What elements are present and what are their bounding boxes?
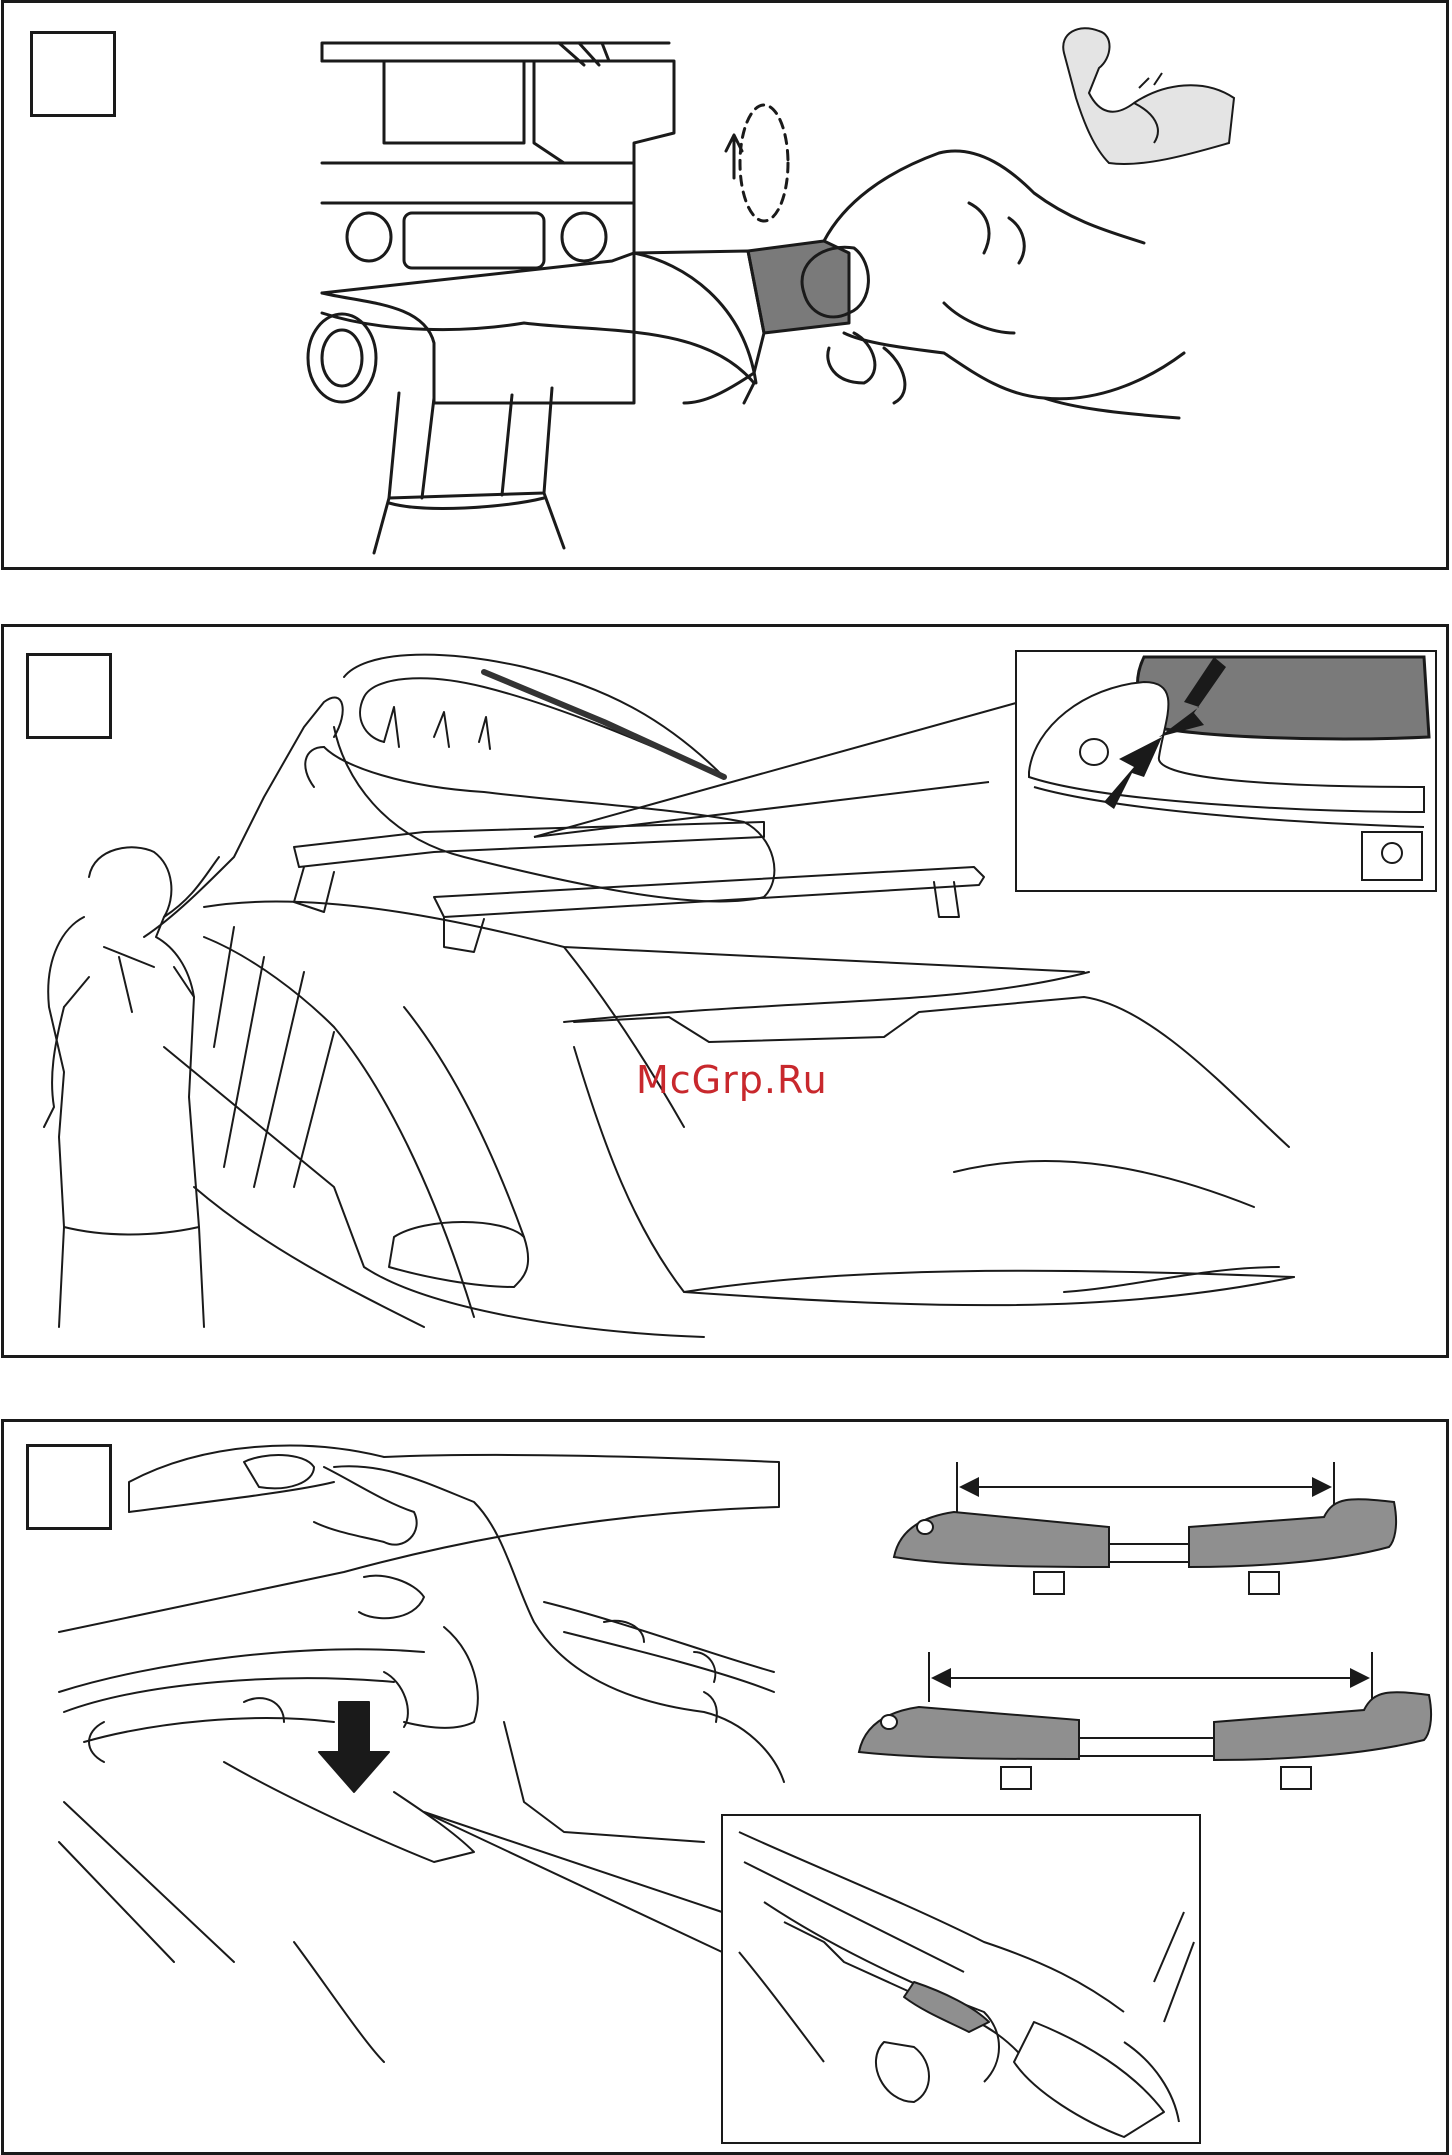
foot-label-slot — [404, 213, 544, 268]
car-roof — [204, 902, 1084, 972]
foot-screw-right — [562, 213, 606, 261]
cover-lid — [344, 655, 724, 777]
step-3-panel — [1, 1419, 1449, 2155]
step-1-panel — [1, 0, 1449, 570]
side-mirror — [389, 1222, 528, 1287]
profile-diagram-2 — [859, 1652, 1431, 1789]
foot-screw-left — [347, 213, 391, 261]
arrow-icon-press — [319, 1702, 389, 1792]
watermark: McGrp.Ru — [636, 1058, 828, 1102]
step-2-panel: McGrp.Ru — [1, 624, 1449, 1358]
profile-diagram-1 — [894, 1462, 1396, 1594]
rotation-arrow-icon — [740, 105, 788, 221]
lever-grip — [748, 241, 849, 333]
flexed-arm-icon — [1063, 28, 1234, 164]
carrier-arm — [324, 727, 774, 901]
person-arm-up — [144, 697, 343, 937]
step-2-illustration — [4, 627, 1449, 1358]
step-3-detail-inset — [722, 1815, 1200, 2143]
step-2-detail-inset — [1016, 651, 1436, 891]
rack-bar-front — [434, 867, 984, 917]
step-1-illustration — [4, 3, 1449, 570]
foot-body-outline — [322, 61, 674, 293]
hand-outline — [824, 151, 1144, 243]
hand-outline — [334, 1466, 784, 1782]
rack-bar-rear — [294, 822, 764, 867]
step-3-illustration — [4, 1422, 1449, 2155]
